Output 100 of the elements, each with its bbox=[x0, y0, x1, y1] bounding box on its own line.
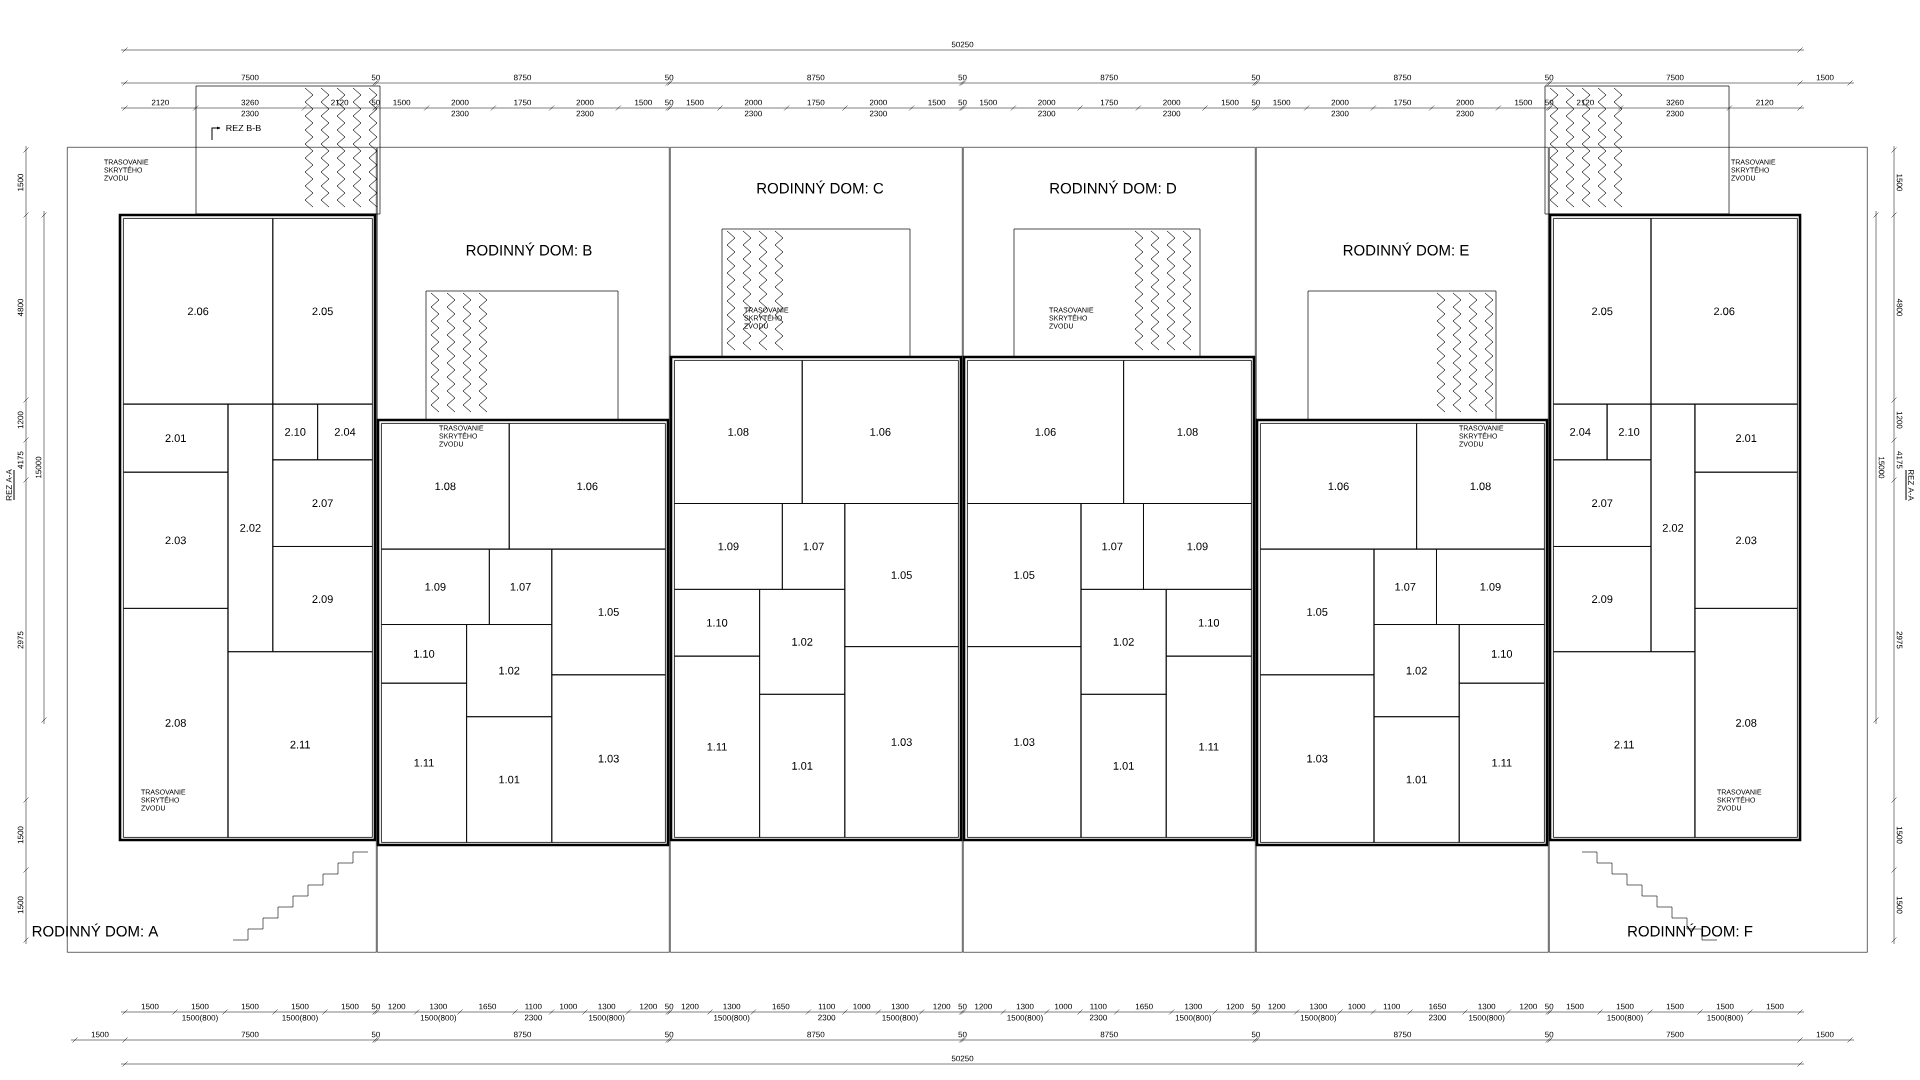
dimension-text: 1500 bbox=[1766, 1003, 1784, 1010]
room-outline: 1.01 bbox=[759, 693, 846, 838]
dimension-text: 1100 bbox=[1090, 1003, 1107, 1010]
room-outline: 1.11 bbox=[1458, 682, 1545, 843]
dimension-text: 2975 bbox=[17, 631, 24, 649]
dimension-text: 2300 bbox=[869, 110, 887, 117]
dimension-text: 1500 bbox=[1816, 1031, 1834, 1038]
dimension-text: 2300 bbox=[1331, 110, 1349, 117]
dimension-text: 15000 bbox=[35, 456, 42, 478]
dimension-text: 1100 bbox=[818, 1003, 835, 1010]
room-outline: 2.03 bbox=[123, 471, 229, 609]
room-outline: 1.05 bbox=[551, 548, 666, 676]
dimension-text: 1500 bbox=[1221, 99, 1239, 106]
dimension-text: 1500(800) bbox=[1707, 1014, 1743, 1023]
room-outline: 2.11 bbox=[227, 651, 373, 838]
room-outline: 2.10 bbox=[1606, 403, 1652, 461]
dimension-text: 1500(800) bbox=[714, 1014, 750, 1023]
dimension-text: 50 bbox=[1251, 1031, 1260, 1038]
dimension-text: 1500 bbox=[91, 1031, 109, 1038]
dimension-text: 2300 bbox=[1038, 110, 1056, 117]
dimension-text: 1200 bbox=[640, 1003, 657, 1010]
dimension-text: 2120 bbox=[1576, 99, 1594, 106]
dimension-text: 8750 bbox=[513, 1031, 532, 1038]
dimension-text: 2120 bbox=[1756, 99, 1774, 106]
dimension-text: 8750 bbox=[1393, 1031, 1412, 1038]
dimension-text: 1300 bbox=[598, 1003, 616, 1010]
dimension-text: 1500(800) bbox=[589, 1014, 625, 1023]
dimension-text: 50 bbox=[371, 1003, 380, 1010]
dimension-text: 1500(800) bbox=[182, 1014, 218, 1023]
dimension-text: 1500(800) bbox=[420, 1014, 457, 1023]
dimension-text: 1300 bbox=[1185, 1003, 1202, 1010]
dimension-text: 8750 bbox=[1100, 1031, 1118, 1038]
room-outline: 1.03 bbox=[1260, 674, 1375, 843]
room-outline: 2.11 bbox=[1553, 651, 1696, 838]
room-outline: 1.05 bbox=[844, 503, 959, 647]
dimension-text: 50 bbox=[371, 1031, 380, 1038]
dimension-text: 1000 bbox=[853, 1003, 871, 1010]
dimension-text: 1650 bbox=[1429, 1003, 1447, 1010]
dimension-text: 1500 bbox=[1616, 1003, 1634, 1010]
room-outline: 1.01 bbox=[1373, 716, 1460, 843]
dimension-text: 1200 bbox=[17, 411, 24, 429]
dimension-text: 8750 bbox=[1393, 74, 1412, 81]
dimension-text: 1500 bbox=[635, 99, 652, 106]
dimension-text: 50 bbox=[371, 74, 380, 81]
dimension-text: 1300 bbox=[891, 1003, 909, 1010]
dimension-text: 2000 bbox=[1456, 99, 1474, 106]
room-outline: 1.02 bbox=[759, 588, 846, 695]
dimension-text: 2300 bbox=[1666, 110, 1684, 117]
room-outline: 1.07 bbox=[1373, 548, 1437, 625]
room-outline: 2.10 bbox=[272, 403, 319, 461]
dimension-text: 1500 bbox=[928, 99, 946, 106]
dimension-text: 1650 bbox=[772, 1003, 790, 1010]
dimension-text: 4175 bbox=[1896, 451, 1903, 469]
dimension-text: 1300 bbox=[430, 1003, 447, 1010]
room-outline: 1.09 bbox=[674, 503, 783, 590]
dimension-text: 2120 bbox=[151, 99, 169, 106]
room-outline: 1.03 bbox=[967, 646, 1082, 838]
section-label: REZ A-A bbox=[6, 469, 12, 501]
dimension-text: 8750 bbox=[807, 1031, 825, 1038]
dimension-text: 1750 bbox=[1100, 99, 1118, 106]
dimension-text: 1500 bbox=[1896, 896, 1903, 914]
dimension-text: 1200 bbox=[933, 1003, 951, 1010]
room-outline: 2.02 bbox=[1650, 403, 1696, 653]
dimension-text: 2300 bbox=[451, 110, 469, 117]
dimension-text: 1200 bbox=[1268, 1003, 1286, 1010]
dimension-text: 2000 bbox=[576, 99, 594, 106]
room-outline: 2.05 bbox=[1553, 218, 1652, 405]
dimension-text: 50 bbox=[1251, 99, 1260, 106]
dimension-text: 50 bbox=[1545, 99, 1554, 106]
room-outline: 2.07 bbox=[272, 459, 373, 547]
dimension-text: 50 bbox=[958, 1031, 967, 1038]
dimension-text: 1500 bbox=[241, 1003, 259, 1010]
dimension-text: 1500(800) bbox=[1607, 1014, 1643, 1023]
room-outline: 1.11 bbox=[381, 682, 467, 843]
dimension-text: 1200 bbox=[1896, 411, 1903, 429]
dimension-text: 2300 bbox=[241, 110, 259, 117]
room-outline: 1.10 bbox=[1458, 624, 1545, 684]
room-outline: 2.06 bbox=[123, 218, 274, 405]
dimension-text: 1500 bbox=[1816, 74, 1834, 81]
dimension-text: 1000 bbox=[1055, 1003, 1072, 1010]
room-outline: 1.07 bbox=[1080, 503, 1144, 590]
dimension-text: 2300 bbox=[1429, 1014, 1447, 1021]
dimension-text: 1500 bbox=[17, 173, 24, 191]
dimension-text: 2300 bbox=[524, 1014, 542, 1021]
room-outline: 1.06 bbox=[508, 423, 666, 550]
dimension-text: 50 bbox=[1251, 74, 1260, 81]
dimension-text: 1300 bbox=[723, 1003, 741, 1010]
dimension-text: 1750 bbox=[1394, 99, 1412, 106]
dimension-text: 2300 bbox=[818, 1014, 836, 1021]
room-outline: 1.06 bbox=[801, 360, 959, 504]
house-title: RODINNÝ DOM: D bbox=[1050, 180, 1177, 194]
dimension-text: 4175 bbox=[17, 451, 24, 469]
room-outline: 1.11 bbox=[674, 655, 760, 838]
dimension-text: 1500 bbox=[1716, 1003, 1734, 1010]
house-title: RODINNÝ DOM: E bbox=[1343, 242, 1469, 256]
house-title: RODINNÝ DOM: B bbox=[466, 242, 592, 256]
dimension-text: 1500(800) bbox=[1469, 1014, 1505, 1023]
dimension-text: 1100 bbox=[1383, 1003, 1400, 1010]
dimension-text: 2300 bbox=[744, 110, 762, 117]
room-outline: 1.02 bbox=[466, 624, 553, 718]
